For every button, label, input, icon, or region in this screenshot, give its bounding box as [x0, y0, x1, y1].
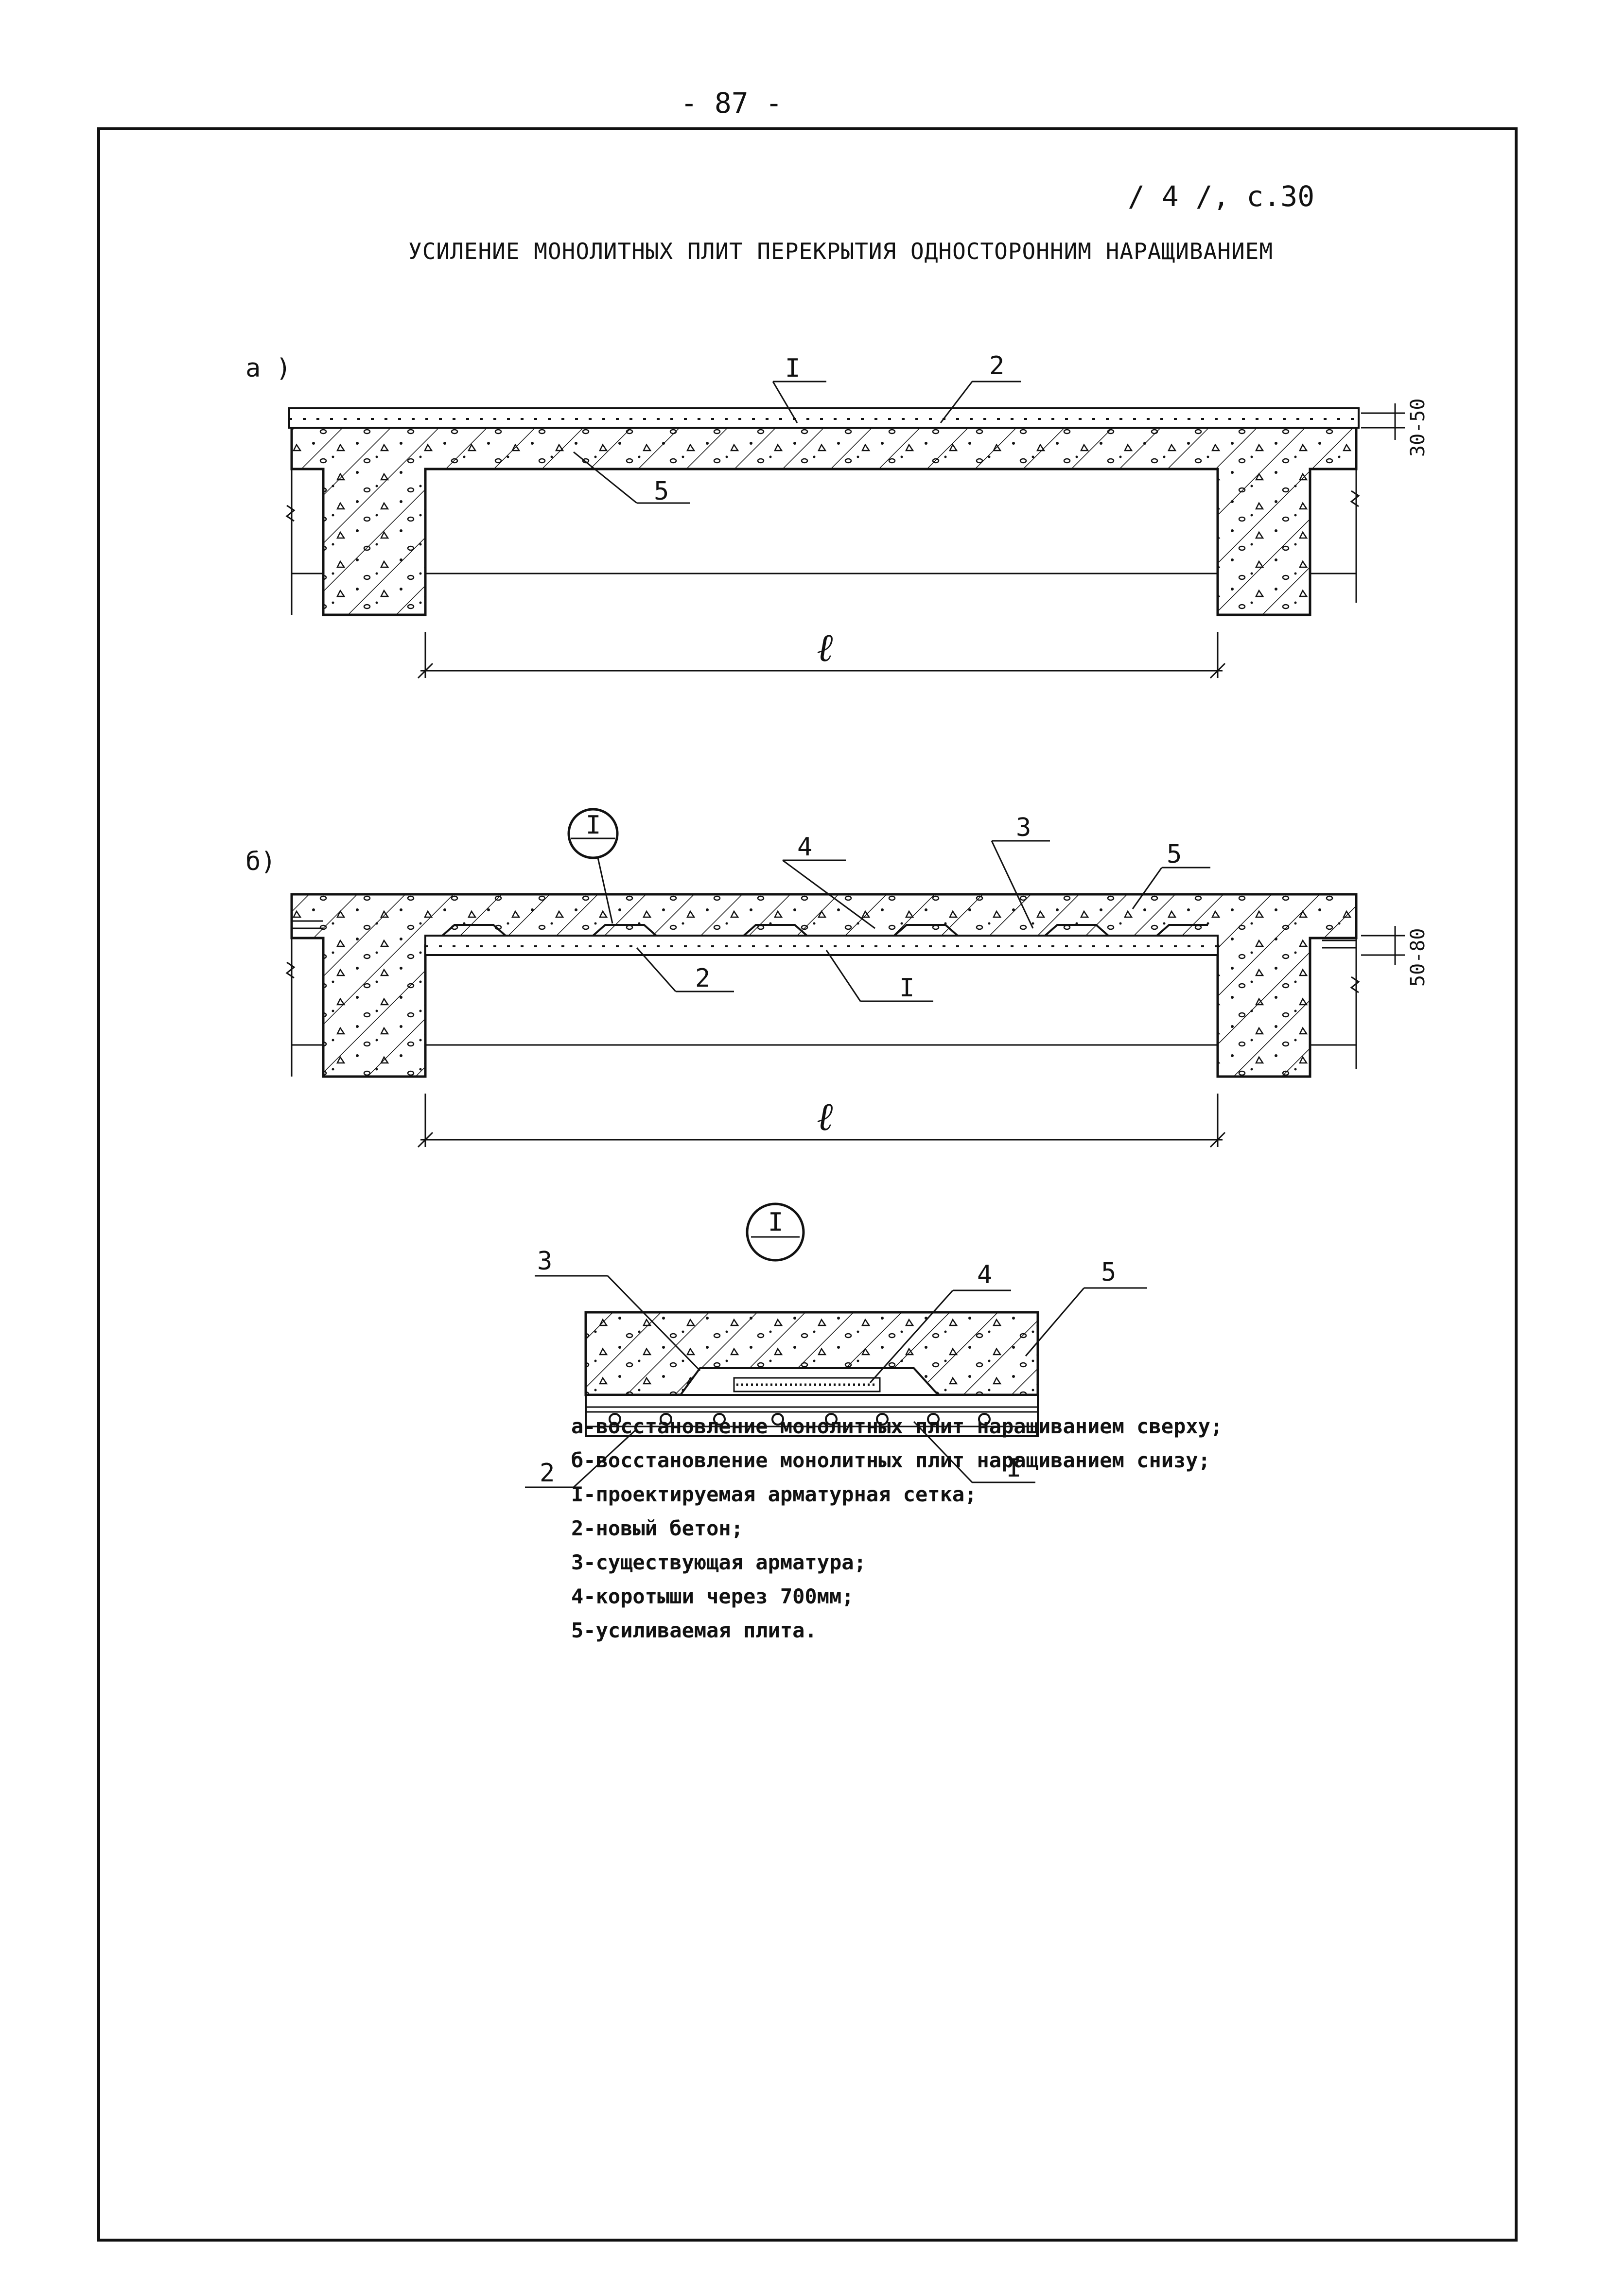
figure-b-thickness: 50-80 — [1407, 928, 1429, 987]
drawing-frame — [97, 127, 1518, 2242]
figure-b-callout-2: 2 — [695, 964, 710, 993]
detail-node-ref: I — [768, 1208, 783, 1237]
detail-callout-4: 4 — [977, 1260, 992, 1289]
detail-short-bar — [733, 1377, 881, 1392]
detail-callout-2: 2 — [540, 1459, 555, 1488]
figure-b-callout-5: 5 — [1167, 840, 1182, 869]
source-reference: / 4 /, с.30 — [1128, 180, 1315, 213]
detail-mesh-bars — [609, 1413, 991, 1426]
figure-b-callout-I: I — [899, 974, 914, 1003]
figure-a-new-concrete — [288, 407, 1360, 429]
figure-b-callout-3: 3 — [1016, 813, 1031, 842]
figure-b-callout-4: 4 — [797, 833, 812, 862]
figure-b-node-ref: I — [586, 811, 601, 840]
figure-a-thickness: 30-50 — [1407, 399, 1429, 457]
figure-a-callout-2: 2 — [989, 351, 1004, 381]
detail-I: I 3 4 5 2 I — [525, 1202, 1147, 1488]
figure-b-label: б) — [245, 847, 276, 876]
figure-b: б) I 4 3 5 — [245, 808, 1429, 1148]
figure-b-node-marker — [567, 808, 619, 859]
figure-a-callout-1: I — [785, 354, 800, 383]
figure-a-label: а ) — [245, 354, 291, 383]
figure-a-span: ℓ — [817, 625, 833, 670]
page-number: - 87 - — [681, 87, 783, 120]
detail-callout-5: 5 — [1101, 1258, 1116, 1287]
detail-node-marker — [746, 1202, 805, 1262]
figure-a-callout-3: 5 — [654, 477, 669, 506]
legend-item-1: I-проектируемая арматурная сетка; — [571, 1482, 977, 1506]
legend-item-b: б-восстановление монолитных плит наращив… — [571, 1448, 1210, 1472]
detail-callout-3: 3 — [537, 1247, 552, 1276]
detail-callout-I: I — [1006, 1454, 1021, 1483]
legend-item-4: 4-коротыши через 700мм; — [571, 1584, 854, 1608]
figure-b-span: ℓ — [817, 1094, 833, 1139]
legend-item-2: 2-новый бетон; — [571, 1516, 744, 1540]
legend: а-восстановление монолитных плит наращив… — [571, 1409, 1223, 1648]
legend-item-3: 3-существующая арматура; — [571, 1550, 866, 1574]
legend-item-a: а-восстановление монолитных плит наращив… — [571, 1414, 1223, 1438]
drawing-title: УСИЛЕНИЕ МОНОЛИТНЫХ ПЛИТ ПЕРЕКРЫТИЯ ОДНО… — [408, 238, 1274, 264]
figure-a: а ) I 2 5 30-50 ℓ — [245, 351, 1429, 679]
legend-item-5: 5-усиливаемая плита. — [571, 1618, 817, 1642]
